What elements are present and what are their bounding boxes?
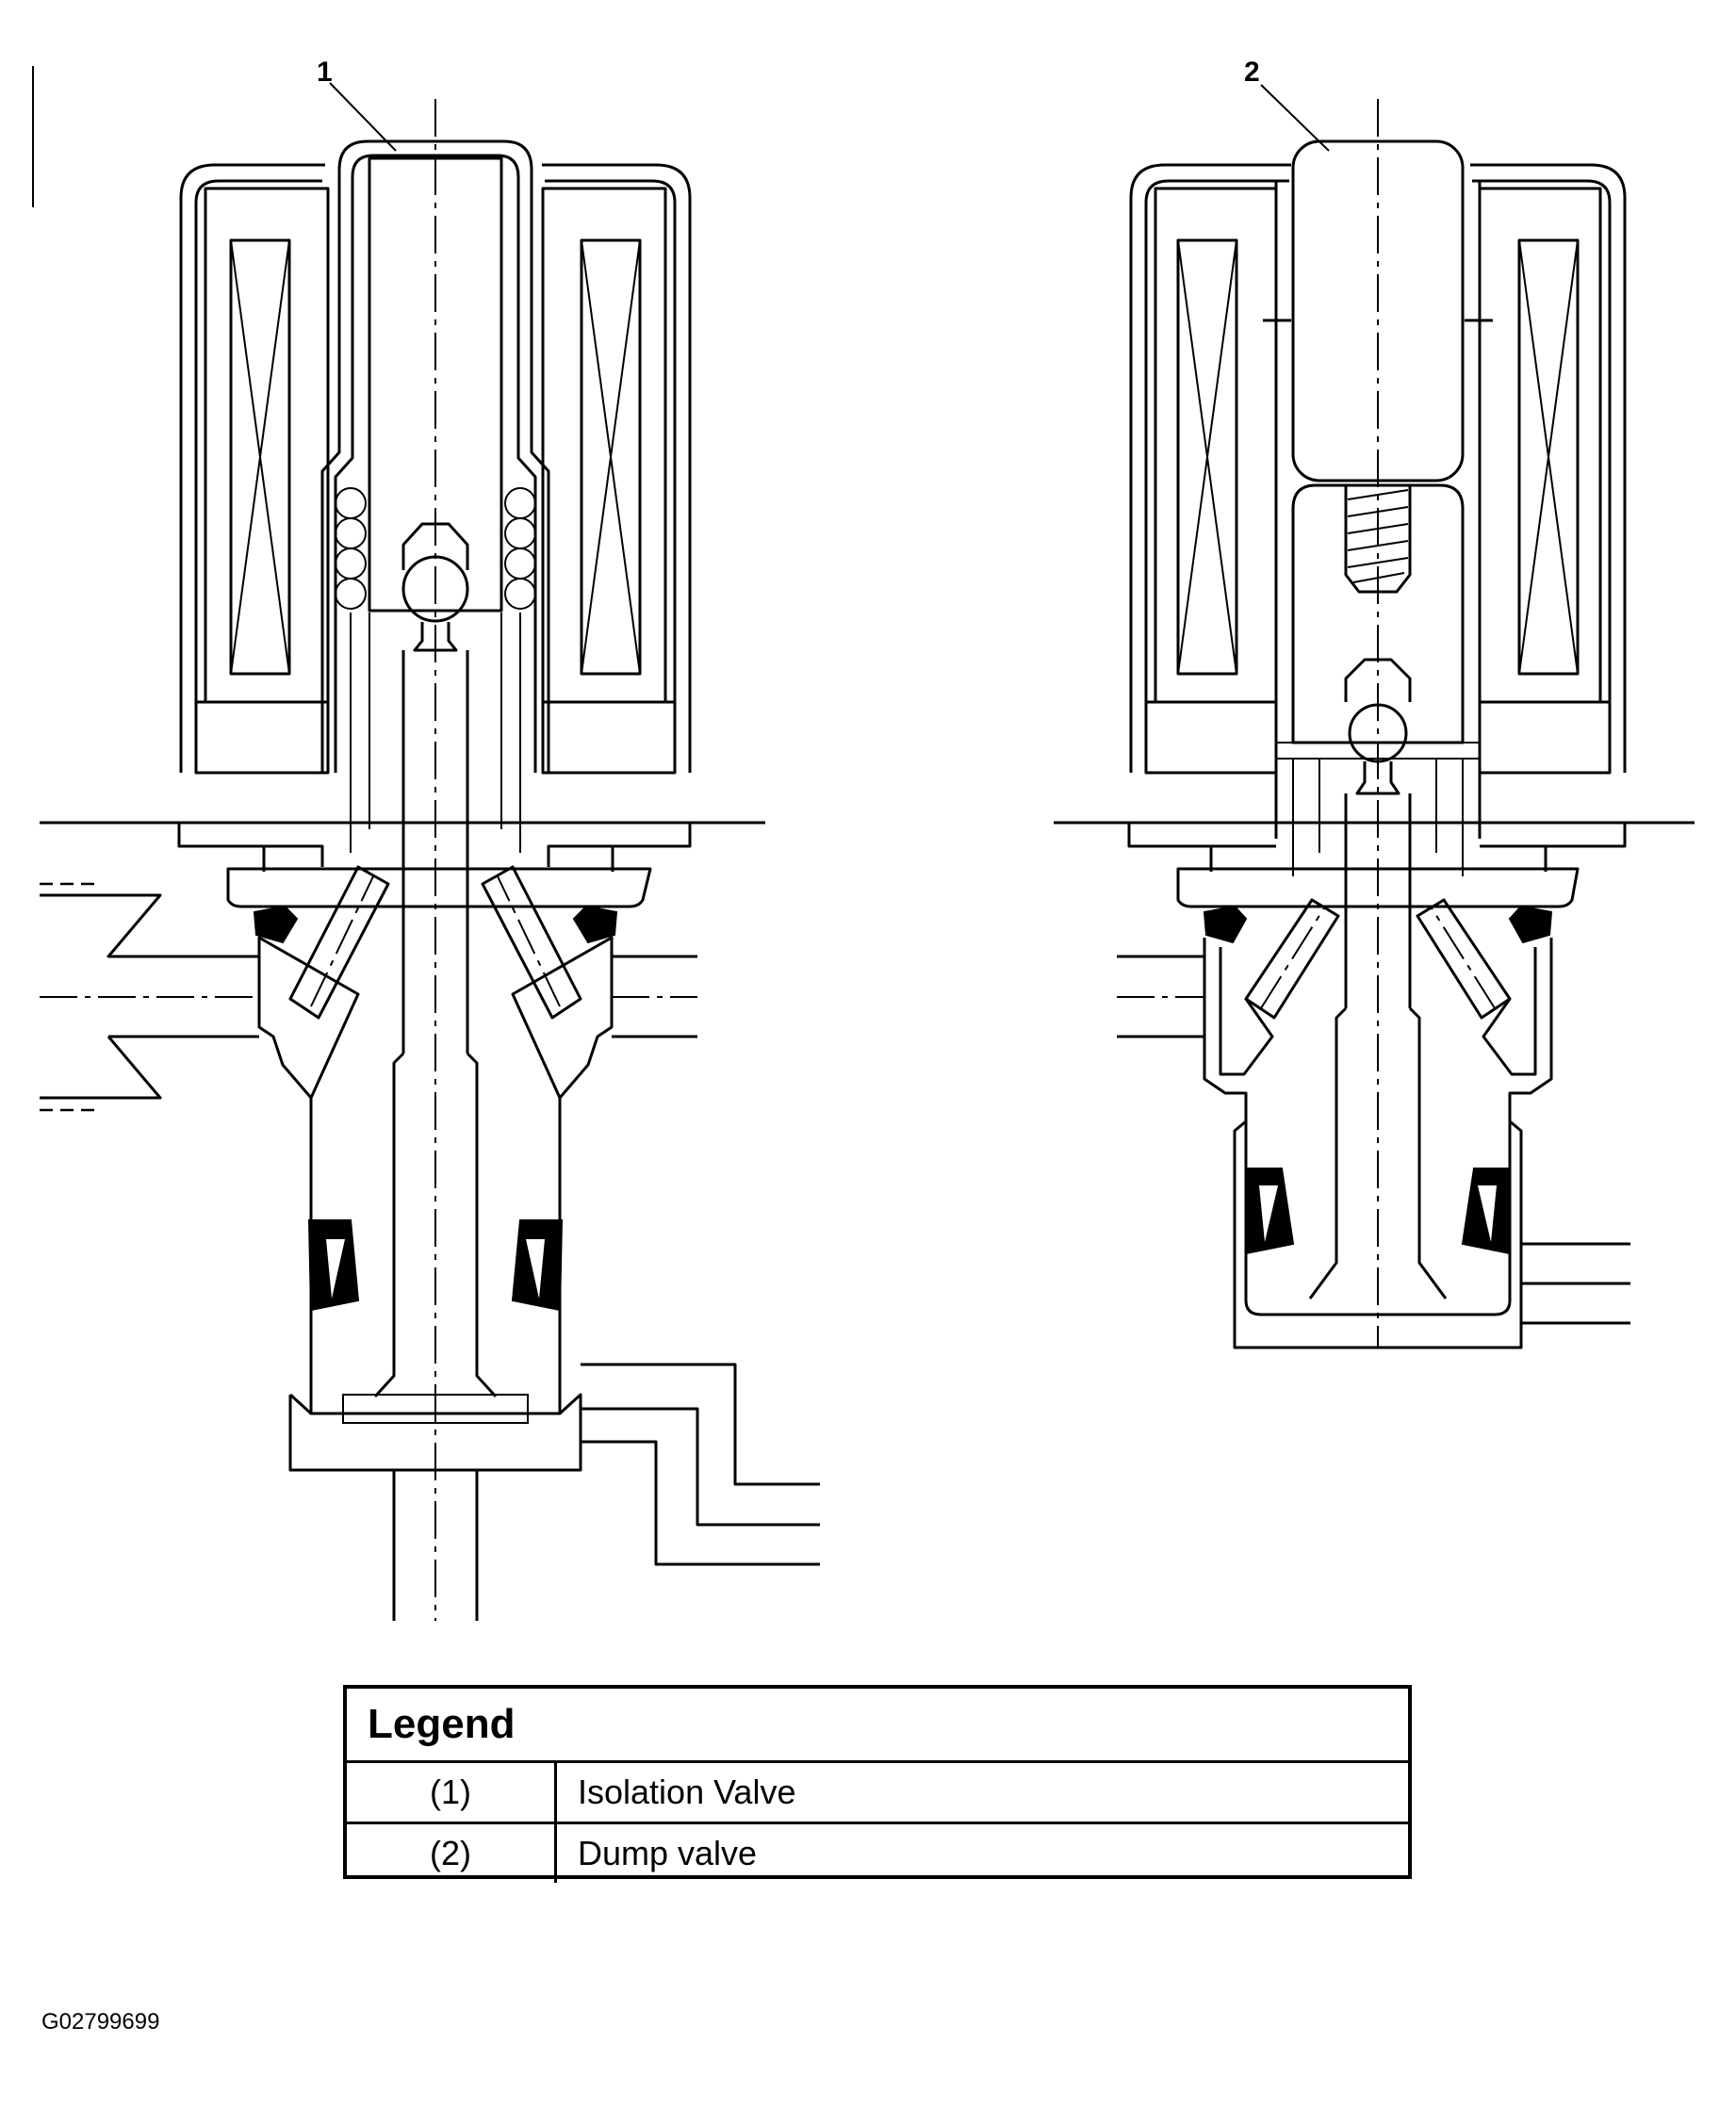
legend-number: (1) (347, 1763, 557, 1822)
legend-title: Legend (347, 1689, 1408, 1763)
legend-row: (2) Dump valve (347, 1822, 1408, 1883)
legend-table: Legend (1) Isolation Valve (2) Dump valv… (343, 1685, 1412, 1883)
callout-1: 1 (317, 57, 333, 88)
legend-number: (2) (347, 1824, 557, 1883)
legend-row: (1) Isolation Valve (347, 1763, 1408, 1822)
isolation-valve-drawing: 1 (40, 57, 820, 1621)
legend-description: Dump valve (578, 1834, 758, 1872)
legend-description: Isolation Valve (578, 1773, 796, 1811)
dump-valve-drawing: 2 (1054, 57, 1695, 1349)
figure-id: G02799699 (41, 2009, 160, 2034)
callout-2: 2 (1244, 57, 1260, 88)
